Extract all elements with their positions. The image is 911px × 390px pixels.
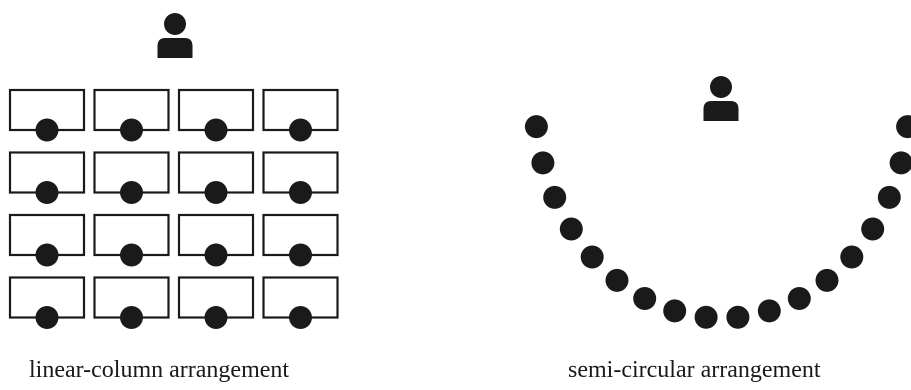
student-seat-dot-icon (289, 243, 312, 267)
student-seat-dot-icon (204, 118, 228, 142)
student-seat-dot-icon (580, 245, 604, 269)
teacher-person-icon (157, 13, 193, 58)
student-seat-dot-icon (204, 243, 228, 267)
semi-circular-panel (524, 76, 911, 329)
linear-column-panel (8, 13, 339, 329)
student-seat-dot-icon (35, 306, 59, 329)
caption-semi-circular: semi-circular arrangement (568, 357, 821, 383)
student-seat-dot-icon (543, 185, 567, 209)
student-seat-dot-icon (757, 299, 781, 323)
student-seat-dot-icon (120, 181, 143, 204)
student-seat-dot-icon (605, 268, 629, 292)
student-seat-dot-icon (35, 243, 59, 267)
student-seat-dot-icon (663, 299, 687, 323)
student-seat-dot-icon (694, 305, 718, 329)
student-seat-dot-icon (896, 115, 911, 139)
student-seat-dot-icon (289, 306, 312, 329)
caption-linear-column: linear-column arrangement (29, 357, 290, 383)
student-seat-dot-icon (726, 305, 750, 329)
student-seat-dot-icon (531, 151, 555, 175)
student-seat-dot-icon (787, 287, 811, 310)
student-seat-dot-icon (840, 245, 864, 269)
student-seat-dot-icon (120, 243, 143, 267)
student-seat-dot-icon (204, 306, 228, 329)
student-seat-dot-icon (35, 181, 59, 204)
student-seat-dot-icon (559, 217, 583, 241)
student-seat-dot-icon (877, 185, 901, 209)
student-seat-dot-icon (289, 181, 312, 204)
teacher-person-icon (703, 76, 739, 121)
student-seat-dot-icon (524, 115, 548, 139)
student-seat-dot-icon (289, 118, 312, 142)
student-seat-dot-icon (633, 287, 657, 310)
student-seat-dot-icon (204, 181, 228, 204)
student-seat-dot-icon (120, 306, 143, 329)
student-seat-dot-icon (35, 118, 59, 142)
student-seat-dot-icon (815, 268, 839, 292)
student-seat-dot-icon (889, 151, 911, 175)
student-seat-dot-icon (120, 118, 143, 142)
student-seat-dot-icon (861, 217, 885, 241)
